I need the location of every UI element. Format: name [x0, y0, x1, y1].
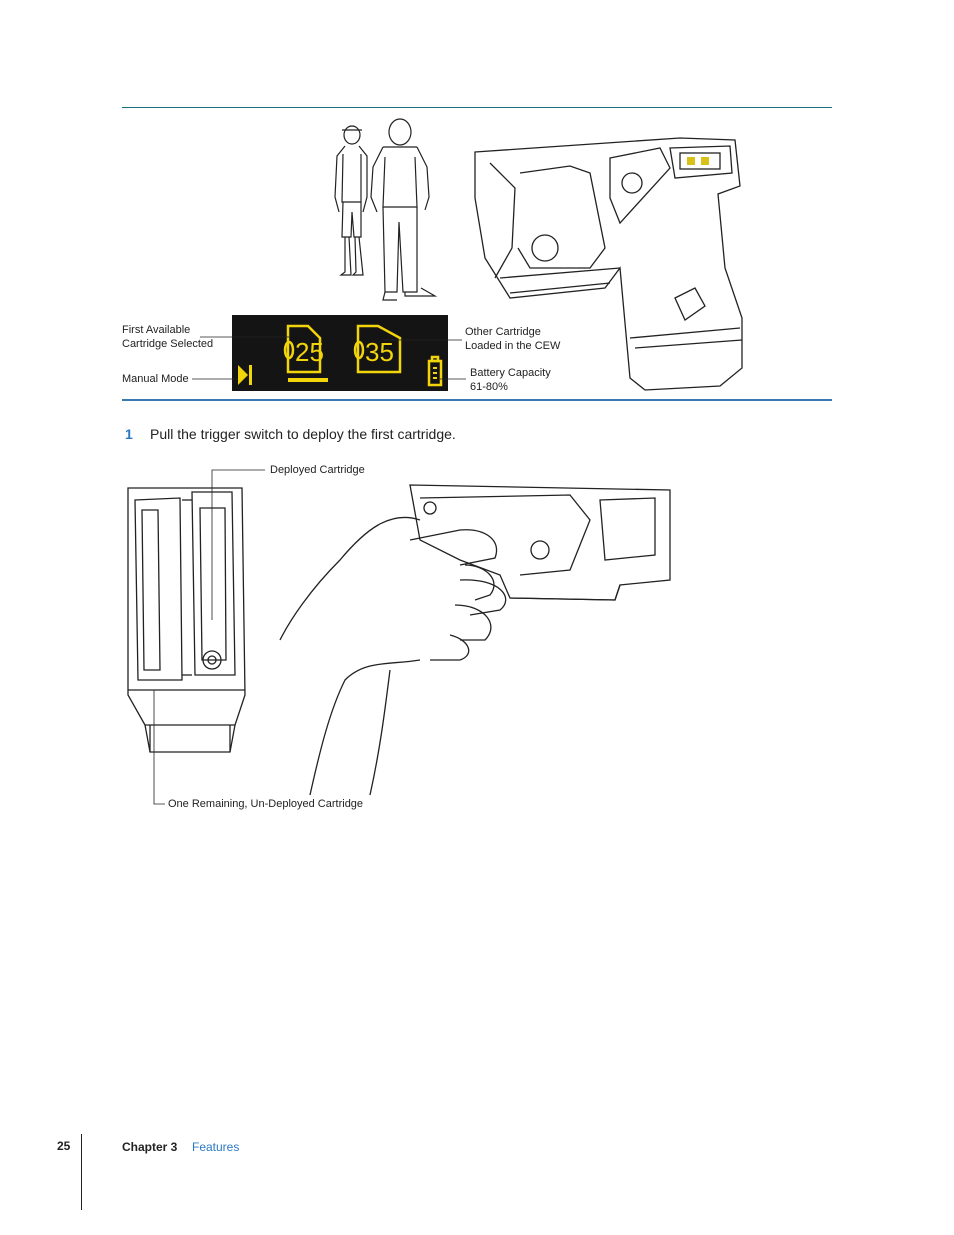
bay1-value: 25	[295, 337, 324, 367]
figure1-leader-lines	[192, 336, 466, 380]
figure-rule	[122, 399, 832, 401]
bay1-cartridge-icon	[286, 324, 322, 374]
label-deployed-cartridge: Deployed Cartridge	[270, 464, 365, 476]
cew-front-illustration	[127, 487, 246, 753]
cew-display	[232, 315, 448, 391]
people-illustration	[334, 118, 438, 301]
bay2-value: 35	[365, 337, 394, 367]
label-remaining-cartridge: One Remaining, Un-Deployed Cartridge	[168, 798, 364, 810]
hand-holding-cew-illustration	[279, 484, 671, 796]
label-other-cartridge: Other Cartridge Loaded in the CEW	[465, 326, 561, 352]
footer-chapter: Chapter 3	[122, 1140, 178, 1154]
page-number: 25	[57, 1139, 71, 1153]
footer-divider	[81, 1134, 82, 1210]
step-number: 1	[125, 426, 133, 442]
label-manual-mode: Manual Mode	[122, 373, 189, 385]
bay2-cartridge-icon	[356, 324, 402, 374]
cew-display-graphics: 25 35	[238, 324, 443, 387]
step-text: Pull the trigger switch to deploy the fi…	[150, 426, 456, 442]
top-rule	[122, 107, 832, 108]
label-battery-capacity: Battery Capacity 61-80%	[470, 367, 551, 393]
footer-section-link[interactable]: Features	[192, 1140, 240, 1154]
manual-mode-icon	[238, 365, 248, 385]
label-first-available: First Available Cartridge Selected	[122, 324, 214, 350]
selected-underline	[288, 378, 328, 382]
cew-side-illustration	[474, 137, 743, 391]
figure2-leader-lines	[153, 469, 265, 805]
